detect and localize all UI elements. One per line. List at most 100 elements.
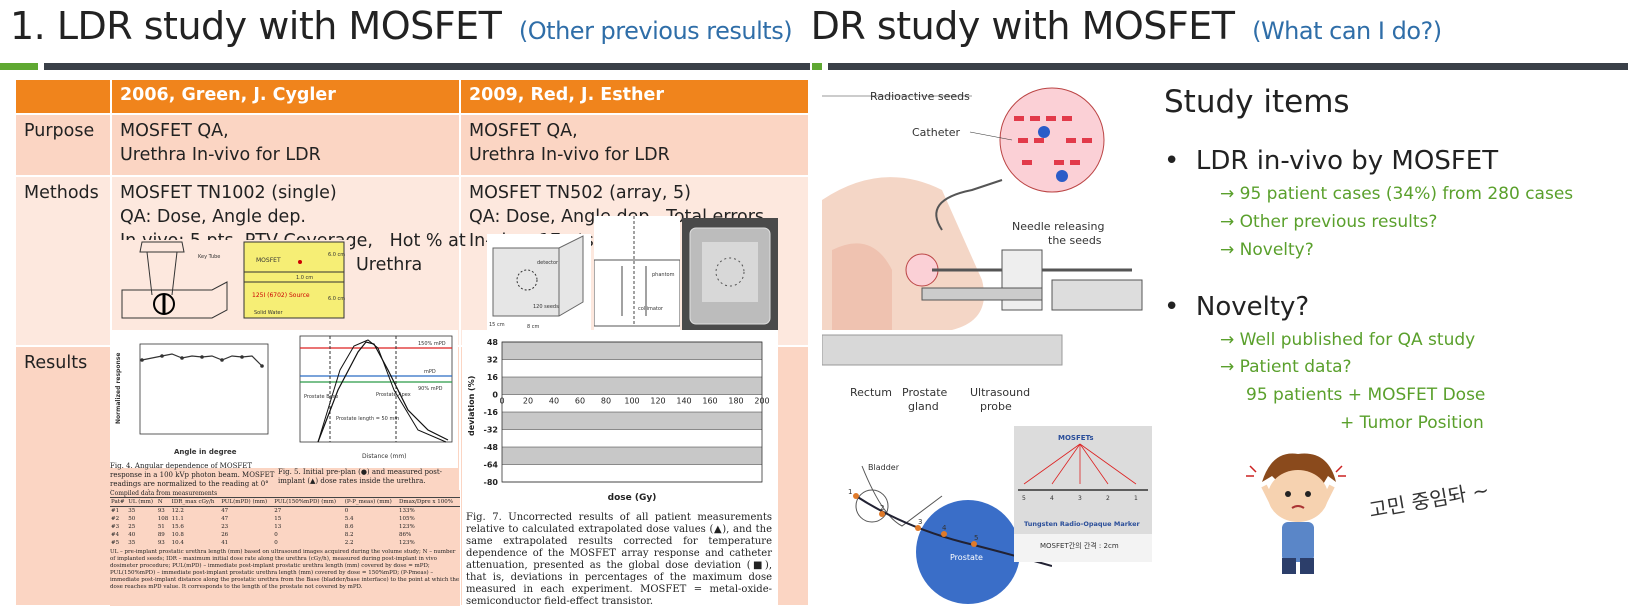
table-cell: 108 [157,516,169,522]
fig7-y-tick: 0 [492,391,498,400]
table-cell: 105% [398,516,415,522]
table-cell: 123% [398,540,415,546]
compiled-data-head-cell: Pat# [110,498,128,507]
sub-bullet-patient-cases: → 95 patient cases (34%) from 280 cases [1220,184,1574,204]
table-cell: 35 [128,540,136,546]
sub-bullet-novelty: → Novelty? [1220,240,1314,260]
fig7-x-tick: 160 [702,397,717,406]
table-cell: 0 [344,508,349,514]
row-label-purpose: Purpose [14,113,112,177]
svg-text:MOSFET간의 간격 : 2cm: MOSFET간의 간격 : 2cm [1040,541,1119,550]
bullet-novelty: • Novelty? [1164,292,1310,322]
methods-green-line: Urethra [356,255,423,275]
left-title-subtitle: (Other previous results) [518,17,793,45]
fig7-x-tick: 200 [754,397,769,406]
compiled-data-head-cell: PUL(mPD) (mm) [220,498,274,507]
prostate-brachytherapy-illustration: Radioactive seeds Catheter Needle releas… [822,80,1152,420]
svg-text:8 cm: 8 cm [527,324,540,330]
phantom-photo-drawing [689,227,771,325]
fig7-x-tick: 40 [549,397,559,406]
table-cell: 86% [398,532,412,538]
table-cell: 27 [274,508,282,514]
table-cell: 51 [157,524,165,530]
compiled-data-head-cell: IDR_max cGy/h [170,498,221,507]
row-label-results: Results [14,345,112,606]
svg-text:Normalized response: Normalized response [115,353,122,424]
right-slide: LDR study with MOSFET (What can I do?) R… [812,0,1628,606]
svg-text:Bladder: Bladder [868,463,900,472]
methods-green-line: MOSFET TN1002 (single) [120,183,337,203]
urethra-dose-chart: 150% mPD mPD 90% mPD Prostate Base Prost… [278,330,458,468]
key-tube-drawing: Key Tube [121,241,228,319]
table-cell: 41 [221,540,229,546]
fig7-y-tick: -80 [484,478,499,487]
study-items-title: Study items [1164,84,1350,120]
table-cell: #4 [111,532,120,538]
header-empty [14,78,112,115]
fig7-y-tick: 16 [487,373,499,382]
table-cell: 8.6 [344,524,354,530]
svg-text:5: 5 [1022,495,1026,502]
compiled-data-head-cell: (P-P_meas) (mm) [343,498,398,507]
svg-text:Angle in degree: Angle in degree [174,448,237,456]
fig7-y-tick: -16 [484,408,499,417]
svg-text:6.0 cm: 6.0 cm [328,296,345,302]
table-cell: 15.6 [171,524,184,530]
left-slide: 1. LDR study with MOSFET (Other previous… [0,0,810,606]
phantom-photo-figure [682,218,778,330]
table-cell: #5 [111,540,120,546]
compiled-data-head-cell: PUL(150%mPD) (mm) [273,498,344,507]
purpose-red-line: MOSFET QA, [469,121,578,141]
fig7-band [502,342,762,360]
fig7-x-label: dose (Gy) [608,493,657,503]
table-cell: 0 [274,540,278,546]
svg-text:Prostate: Prostate [902,386,948,399]
svg-text:Needle releasing: Needle releasing [1012,220,1104,233]
svg-text:Key Tube: Key Tube [198,254,220,260]
phantom-cube-drawing: detector 15 cm 8 cm 120 seeds [489,235,584,330]
urethra-dose-figure: 150% mPD mPD 90% mPD Prostate Base Prost… [278,330,458,490]
purpose-red: MOSFET QA, Urethra In-vivo for LDR [459,113,810,177]
svg-text:125I (6702) Source: 125I (6702) Source [252,292,310,299]
svg-text:the seeds: the seeds [1048,234,1102,247]
angular-dependence-chart: Angle in degree Normalized response [110,330,278,468]
fig7-y-label: deviation (%) [467,376,476,436]
mosfet-array-drawing: MOSFETs 5 4 3 2 1 Tungsten Radio-Opaque … [1014,426,1152,550]
svg-text:MOSFET: MOSFET [256,257,281,264]
fig7-y-tick: -64 [484,461,499,470]
table-cell: #1 [111,508,120,514]
table-cell: 23 [221,524,229,530]
svg-text:detector: detector [537,260,559,266]
svg-text:150% mPD: 150% mPD [418,341,446,347]
compiled-data-table: Compiled data from measurements Pat#UL (… [110,490,460,606]
svg-text:Prostate length = 50 mm: Prostate length = 50 mm [336,416,399,422]
fig4-caption: Fig. 4. Angular dependence of MOSFET res… [110,462,275,490]
fig7-x-tick: 80 [601,397,611,406]
svg-text:2: 2 [1106,495,1110,502]
svg-text:MOSFETs: MOSFETs [1058,434,1094,442]
fig7-y-tick: 32 [487,356,498,365]
fig7-band [502,447,762,465]
mosfet-source-setup-figure: MOSFET 6.0 cm 1.0 cm 125I (6702) Source … [240,240,350,330]
svg-text:5: 5 [974,534,978,542]
header-red-2009: 2009, Red, J. Esther [459,78,810,115]
sub-bullet-well-published: → Well published for QA study [1220,330,1476,350]
fig7-x-tick: 0 [499,397,504,406]
table-cell: 123% [398,524,415,530]
table-cell: 11.1 [171,516,184,522]
worried-character-drawing [1246,453,1346,574]
table-cell: 47 [221,508,229,514]
svg-text:Catheter: Catheter [912,126,961,139]
purpose-red-line: Urethra In-vivo for LDR [469,145,670,165]
fig7-band [502,377,762,395]
svg-text:3: 3 [1078,495,1082,502]
fig5-caption: Fig. 5. Initial pre-plan (●) and measure… [278,468,442,485]
left-title-main: 1. LDR study with MOSFET [10,4,502,48]
methods-green-line: QA: Dose, Angle dep. [120,207,306,227]
svg-text:120 seeds: 120 seeds [533,304,559,310]
